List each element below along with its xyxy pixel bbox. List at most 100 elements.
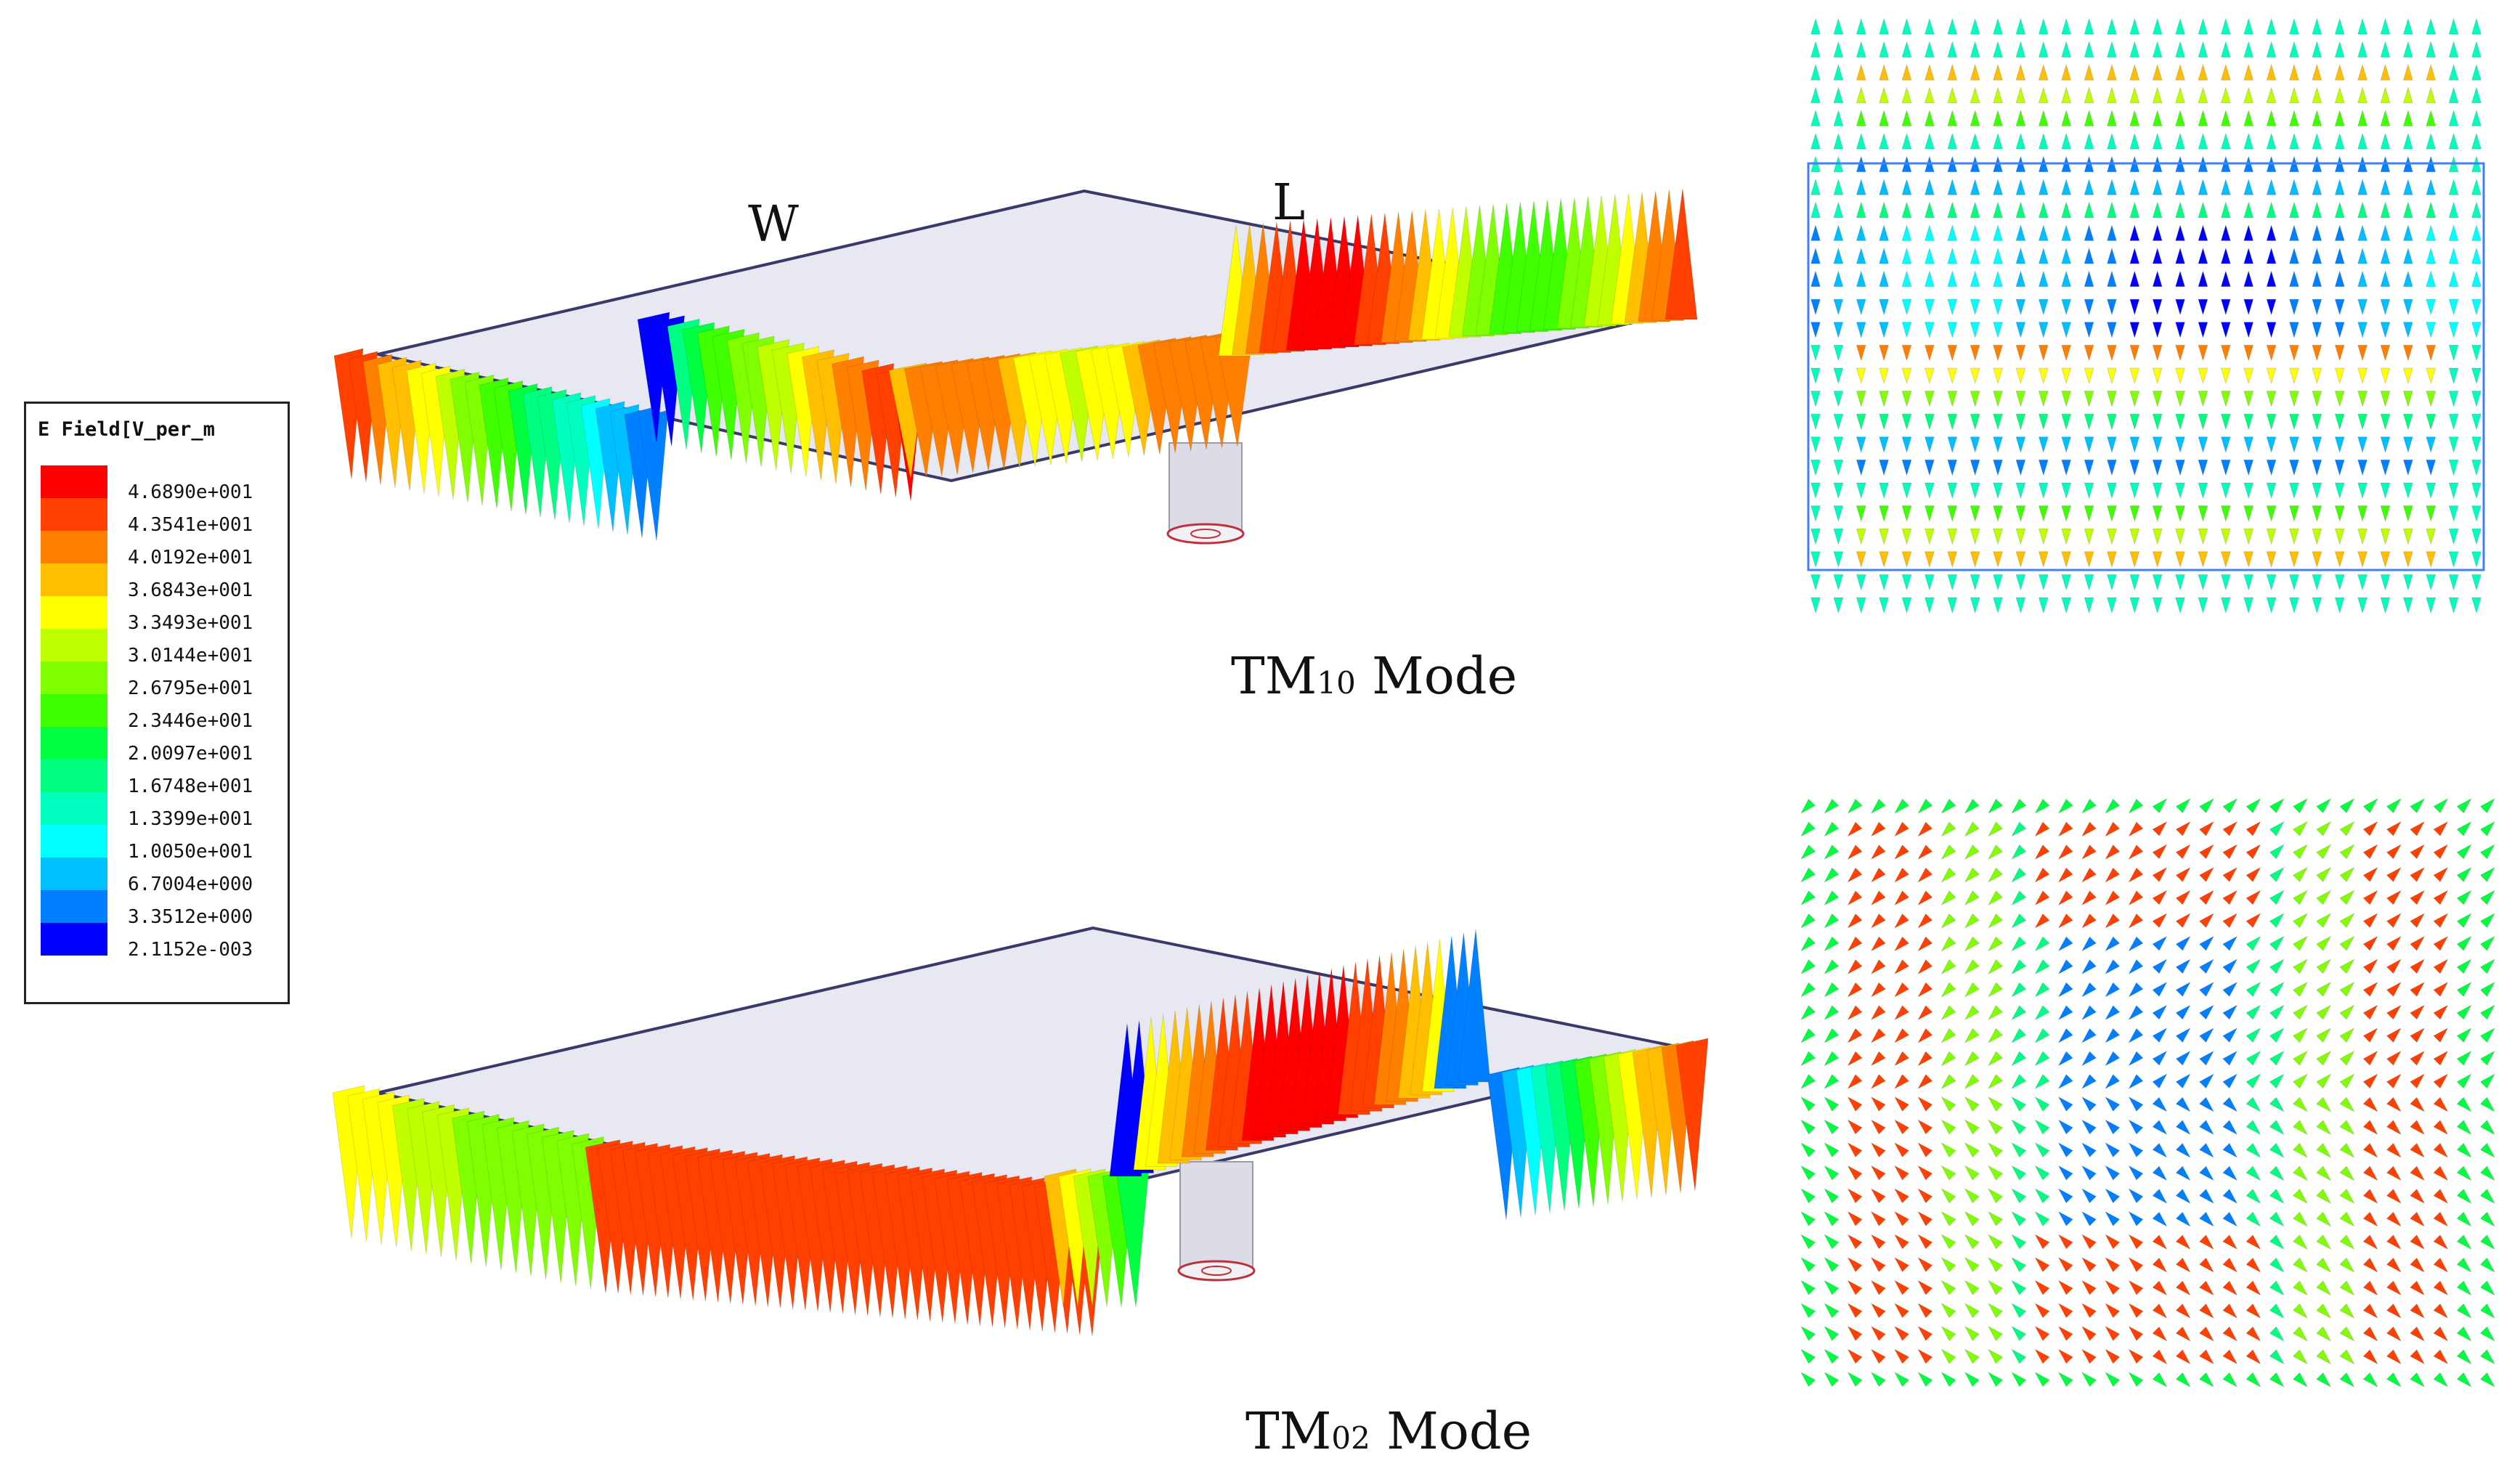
field-arrow xyxy=(1987,1234,2004,1250)
field-arrow xyxy=(2266,201,2277,219)
field-arrow xyxy=(2402,298,2413,316)
field-arrow xyxy=(1940,982,1956,998)
field-arrow xyxy=(2081,936,2097,952)
field-arrow xyxy=(1901,178,1912,195)
field-arrow xyxy=(1810,269,1821,288)
field-arrow xyxy=(2152,391,2163,408)
field-arrow xyxy=(2061,482,2072,500)
field-arrow xyxy=(2015,224,2026,241)
field-arrow xyxy=(2339,1303,2355,1319)
field-arrow xyxy=(1987,867,2004,883)
field-arrow xyxy=(2479,1372,2496,1388)
field-arrow xyxy=(1824,1256,1840,1273)
field-arrow xyxy=(2456,1326,2472,1342)
field-arrow xyxy=(2011,936,2027,952)
field-arrow xyxy=(2105,1279,2121,1295)
field-arrow xyxy=(1833,574,1844,592)
field-arrow xyxy=(2410,1234,2426,1250)
field-arrow xyxy=(2084,132,2094,150)
field-arrow xyxy=(2288,269,2299,288)
field-arrow xyxy=(2433,935,2449,951)
field-arrow xyxy=(1870,1256,1886,1273)
field-arrow xyxy=(1893,844,1910,860)
field-arrow xyxy=(2380,528,2391,545)
field-arrow xyxy=(2456,1188,2472,1205)
field-arrow xyxy=(2081,1141,2097,1158)
field-arrow xyxy=(2386,1280,2402,1296)
field-arrow xyxy=(2152,132,2163,150)
field-arrow xyxy=(1856,597,1866,614)
field-arrow xyxy=(2175,1096,2191,1112)
field-arrow xyxy=(2175,1120,2191,1136)
field-arrow xyxy=(1993,40,2004,58)
field-arrow xyxy=(2362,1280,2378,1296)
field-arrow xyxy=(2334,86,2345,104)
field-arrow xyxy=(2152,1188,2168,1205)
field-arrow xyxy=(2061,109,2072,126)
field-arrow xyxy=(2129,269,2140,288)
field-arrow xyxy=(2448,367,2459,385)
field-arrow xyxy=(2222,1372,2238,1388)
field-arrow xyxy=(2339,1326,2355,1342)
field-arrow xyxy=(2175,821,2191,836)
field-arrow xyxy=(2129,132,2140,150)
feed-port xyxy=(1177,1260,1256,1282)
field-arrow xyxy=(1924,63,1935,81)
field-arrow xyxy=(2198,1211,2215,1227)
field-arrow xyxy=(1970,413,1980,431)
field-arrow xyxy=(2380,344,2391,362)
field-arrow xyxy=(2011,1303,2027,1319)
field-arrow xyxy=(2175,1234,2191,1250)
field-arrow xyxy=(1800,1256,1816,1273)
field-arrow xyxy=(1856,413,1866,431)
field-arrow xyxy=(2243,459,2254,477)
field-arrow xyxy=(2038,132,2049,150)
legend-value: 3.6843e+001 xyxy=(128,579,253,601)
field-arrow xyxy=(2106,109,2117,126)
field-arrow xyxy=(2038,201,2049,219)
field-arrow xyxy=(2038,322,2049,339)
field-arrow xyxy=(1847,1303,1863,1319)
field-arrow xyxy=(1810,322,1821,339)
field-arrow xyxy=(2152,935,2168,951)
field-arrow xyxy=(1824,890,1840,906)
field-arrow xyxy=(2061,528,2072,545)
field-arrow xyxy=(2152,322,2163,339)
field-arrow xyxy=(2222,1280,2238,1296)
field-arrow xyxy=(2198,1188,2215,1205)
field-arrow xyxy=(1870,1096,1886,1112)
field-arrow xyxy=(2357,413,2368,431)
field-arrow xyxy=(2222,1004,2238,1020)
field-arrow xyxy=(1856,224,1866,241)
field-arrow xyxy=(2339,1096,2355,1112)
field-arrow xyxy=(2105,798,2121,815)
field-arrow xyxy=(2448,528,2459,545)
field-arrow xyxy=(1810,413,1821,431)
field-arrow xyxy=(2084,459,2094,477)
field-arrow xyxy=(2105,1303,2121,1319)
field-arrow xyxy=(2269,1142,2285,1159)
field-arrow xyxy=(2316,844,2332,860)
mode-label-tm10: TM10 Mode xyxy=(1231,646,1517,706)
field-arrow xyxy=(2433,844,2449,860)
field-arrow xyxy=(1824,1325,1840,1342)
field-arrow xyxy=(2312,178,2322,195)
field-arrow xyxy=(1870,1279,1886,1295)
field-arrow xyxy=(2175,482,2186,500)
field-arrow xyxy=(2479,1257,2496,1274)
field-arrow xyxy=(2152,1050,2168,1066)
field-arrow xyxy=(1800,982,1816,998)
field-arrow xyxy=(2316,797,2332,814)
field-arrow xyxy=(2266,224,2277,241)
field-arrow xyxy=(2312,201,2322,219)
field-arrow xyxy=(1810,201,1821,219)
field-arrow xyxy=(2105,1051,2121,1067)
field-arrow xyxy=(1947,40,1958,58)
field-arrow xyxy=(1970,247,1980,264)
field-arrow xyxy=(2198,912,2215,929)
field-arrow xyxy=(2471,63,2482,81)
field-arrow xyxy=(1893,1051,1910,1067)
field-arrow xyxy=(1924,344,1935,362)
field-arrow xyxy=(2410,1257,2426,1274)
field-arrow xyxy=(2034,1325,2050,1342)
